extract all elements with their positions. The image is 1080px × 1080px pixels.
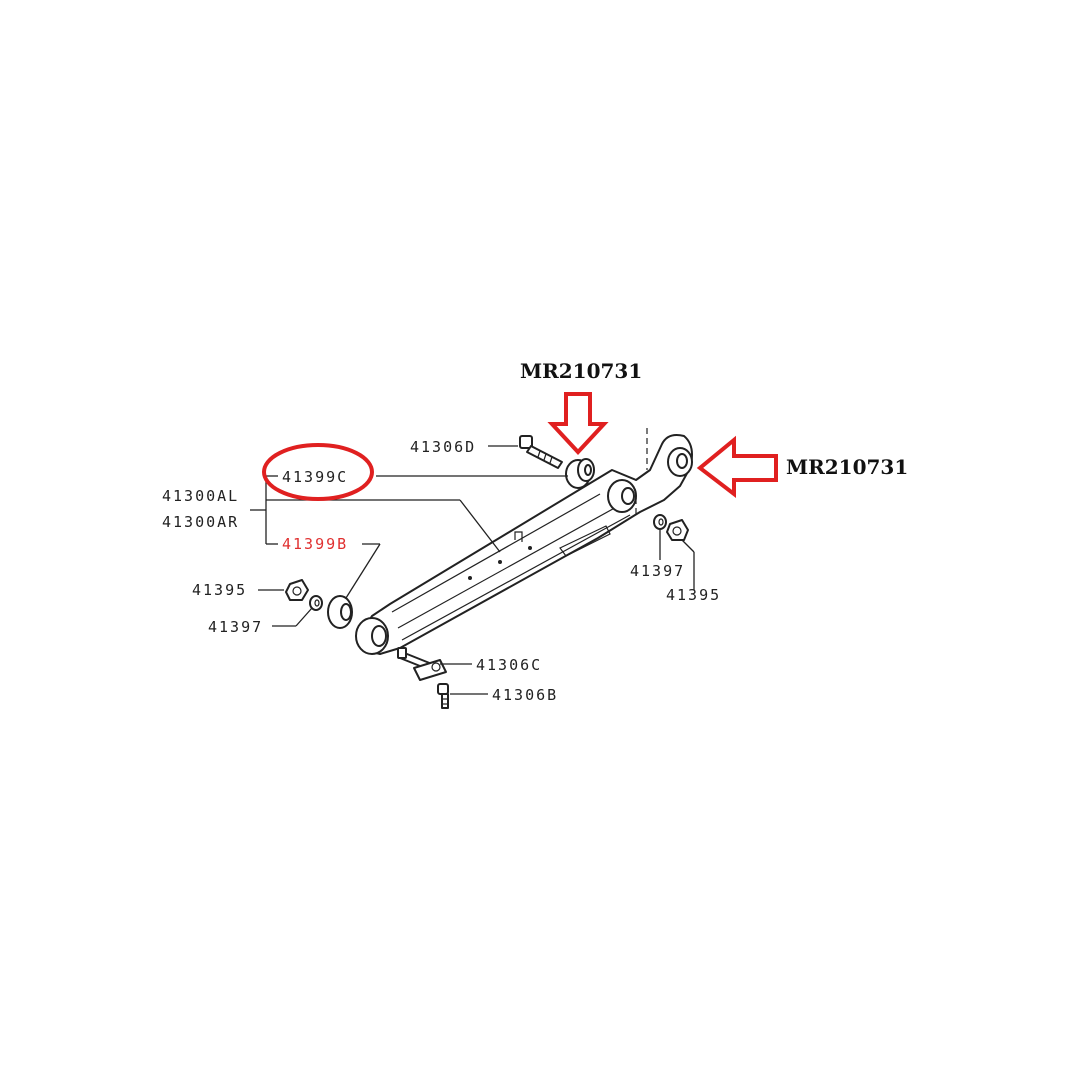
label-41397-left: 41397 xyxy=(208,618,263,636)
left-arrow-icon xyxy=(696,435,778,499)
nut-41395-right xyxy=(666,519,689,541)
label-41395-left: 41395 xyxy=(192,581,247,599)
bolt-41306D xyxy=(519,435,563,469)
label-41306D: 41306D xyxy=(410,438,476,456)
washer-41397-left xyxy=(309,595,323,611)
trailing-arm xyxy=(359,428,693,655)
rear-bushing xyxy=(667,447,693,477)
middle-bushing xyxy=(607,479,637,513)
label-41399B: 41399B xyxy=(282,535,348,553)
front-bushing-41399B xyxy=(327,595,389,655)
bushing-41399C xyxy=(565,458,595,489)
label-41399C: 41399C xyxy=(282,468,348,486)
nut-41395-left xyxy=(285,579,309,601)
callout-top-part-number: MR210731 xyxy=(520,359,642,383)
label-41397-right: 41397 xyxy=(630,562,685,580)
washer-41397-right xyxy=(653,514,667,530)
highlight-circle-41399C xyxy=(262,443,374,501)
label-41306C: 41306C xyxy=(476,656,542,674)
label-41300AR: 41300AR xyxy=(162,513,239,531)
leader-lines xyxy=(250,445,695,695)
label-41395-right: 41395 xyxy=(666,586,721,604)
bolt-41306B xyxy=(437,683,449,709)
label-41306B: 41306B xyxy=(492,686,558,704)
label-41300AL: 41300AL xyxy=(162,487,239,505)
down-arrow-icon xyxy=(547,392,609,455)
bolt-41306C xyxy=(397,647,447,681)
callout-right-part-number: MR210731 xyxy=(786,455,908,479)
